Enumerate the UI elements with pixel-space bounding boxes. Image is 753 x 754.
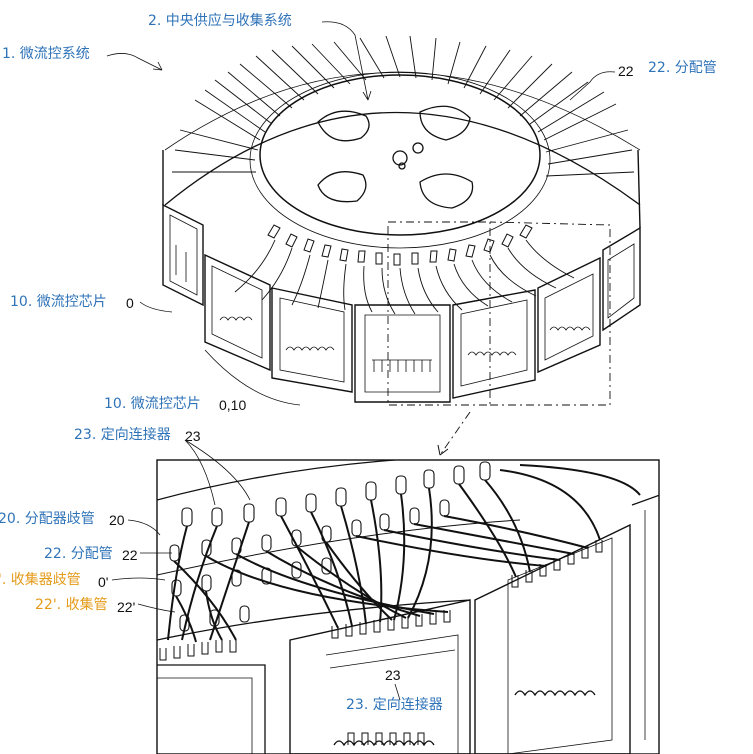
label-directional-connector-1: 23. 定向连接器 (74, 427, 171, 443)
label-microfluidic-system: 1. 微流控系统 (2, 46, 90, 62)
ref-22-b: 22 (122, 547, 138, 563)
ref-10-b: 0,10 (219, 397, 247, 413)
ref-23-b: 23 (385, 667, 401, 683)
label-microfluidic-chip-1: 10. 微流控芯片 (10, 294, 107, 310)
label-distribution-tube-bottom: 22. 分配管 (44, 546, 113, 562)
label-central-supply-collection: 2. 中央供应与收集系统 (148, 13, 292, 29)
ref-20: 20 (109, 512, 125, 528)
label-collector-manifold: '. 收集器歧管 (0, 572, 81, 588)
ref-22-top: 22 (618, 63, 634, 79)
ref-20-prime: 0' (98, 574, 109, 590)
label-directional-connector-2: 23. 定向连接器 (346, 697, 443, 713)
label-collection-tube: 22'. 收集管 (35, 597, 108, 613)
ref-23-a: 23 (185, 428, 201, 444)
enlarged-detail-drawing (111, 439, 660, 754)
label-distribution-tube-top: 22. 分配管 (648, 60, 717, 76)
label-microfluidic-chip-2: 10. 微流控芯片 (104, 396, 201, 412)
ref-10-a: 0 (126, 295, 134, 311)
microfluidic-system-drawing (106, 21, 641, 456)
ref-22-prime: 22' (117, 599, 136, 615)
label-distributor-manifold: 20. 分配器歧管 (0, 511, 95, 527)
